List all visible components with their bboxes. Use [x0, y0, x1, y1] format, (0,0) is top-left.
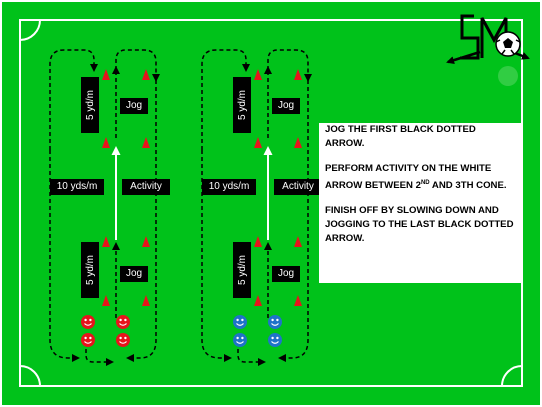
cone-icon — [294, 295, 302, 306]
cone-icon — [294, 137, 302, 148]
loop-left-top — [201, 49, 250, 150]
cone-icon — [254, 295, 262, 306]
distance-label-top: 5 yd/m — [233, 77, 251, 133]
player-smiley-icon — [268, 315, 282, 329]
player-smiley-icon — [268, 333, 282, 347]
cone-icon — [142, 137, 150, 148]
cone-icon — [142, 295, 150, 306]
player-smiley-icon — [233, 315, 247, 329]
distance-label-middle: 10 yds/m — [50, 179, 104, 195]
loop-right-side — [126, 80, 157, 362]
cone-icon — [102, 137, 110, 148]
cone-icon — [142, 236, 150, 247]
instruction-step-2-text: PERFORM ACTIVITY ON THE WHITE ARROW BETW… — [325, 163, 492, 192]
corner-arc-bottom-left — [19, 365, 41, 387]
loop-left-side — [49, 150, 80, 362]
corner-arc-bottom-right — [501, 365, 523, 387]
corner-arc-top-left — [19, 19, 41, 41]
cone-icon — [102, 236, 110, 247]
loop-left-top — [49, 49, 98, 150]
instructions-panel: JOG THE FIRST BLACK DOTTED ARROW. PERFOR… — [319, 123, 521, 283]
jog-label-bottom: Jog — [120, 266, 148, 282]
distance-label-middle: 10 yds/m — [202, 179, 256, 195]
instruction-step-3: FINISH OFF BY SLOWING DOWN AND JOGGING T… — [325, 205, 514, 245]
loop-right-top — [115, 49, 160, 82]
instruction-step-2: PERFORM ACTIVITY ON THE WHITE ARROW BETW… — [319, 162, 521, 193]
player-smiley-icon — [81, 315, 95, 329]
soccer-ball-icon — [495, 31, 521, 86]
pitch-border — [19, 19, 523, 387]
jog-label-top: Jog — [272, 98, 300, 114]
cone-icon — [254, 137, 262, 148]
instruction-step-2-tail: AND 3TH CONE. — [429, 180, 507, 192]
player-smiley-icon — [233, 333, 247, 347]
return-path — [237, 342, 266, 366]
player-smiley-icon — [81, 333, 95, 347]
distance-label-top: 5 yd/m — [81, 77, 99, 133]
cone-icon — [294, 236, 302, 247]
jog-label-top: Jog — [120, 98, 148, 114]
activity-label: Activity — [122, 179, 170, 195]
jog-label-bottom: Jog — [272, 266, 300, 282]
instruction-step-2-sup: ND — [420, 180, 430, 186]
cone-icon — [102, 295, 110, 306]
player-smiley-icon — [116, 333, 130, 347]
distance-label-bottom: 5 yd/m — [233, 242, 251, 298]
cone-icon — [142, 69, 150, 80]
loop-right-top — [267, 49, 312, 82]
return-path — [85, 342, 114, 366]
player-smiley-icon — [116, 315, 130, 329]
cone-icon — [294, 69, 302, 80]
distance-label-bottom: 5 yd/m — [81, 242, 99, 298]
logo-mark — [446, 14, 530, 65]
activity-label: Activity — [274, 179, 322, 195]
cone-icon — [254, 69, 262, 80]
loop-right-side — [278, 80, 309, 362]
cone-icon — [102, 69, 110, 80]
loop-left-side — [201, 150, 232, 362]
instruction-step-1: JOG THE FIRST BLACK DOTTED ARROW. — [325, 124, 476, 149]
cone-icon — [254, 236, 262, 247]
